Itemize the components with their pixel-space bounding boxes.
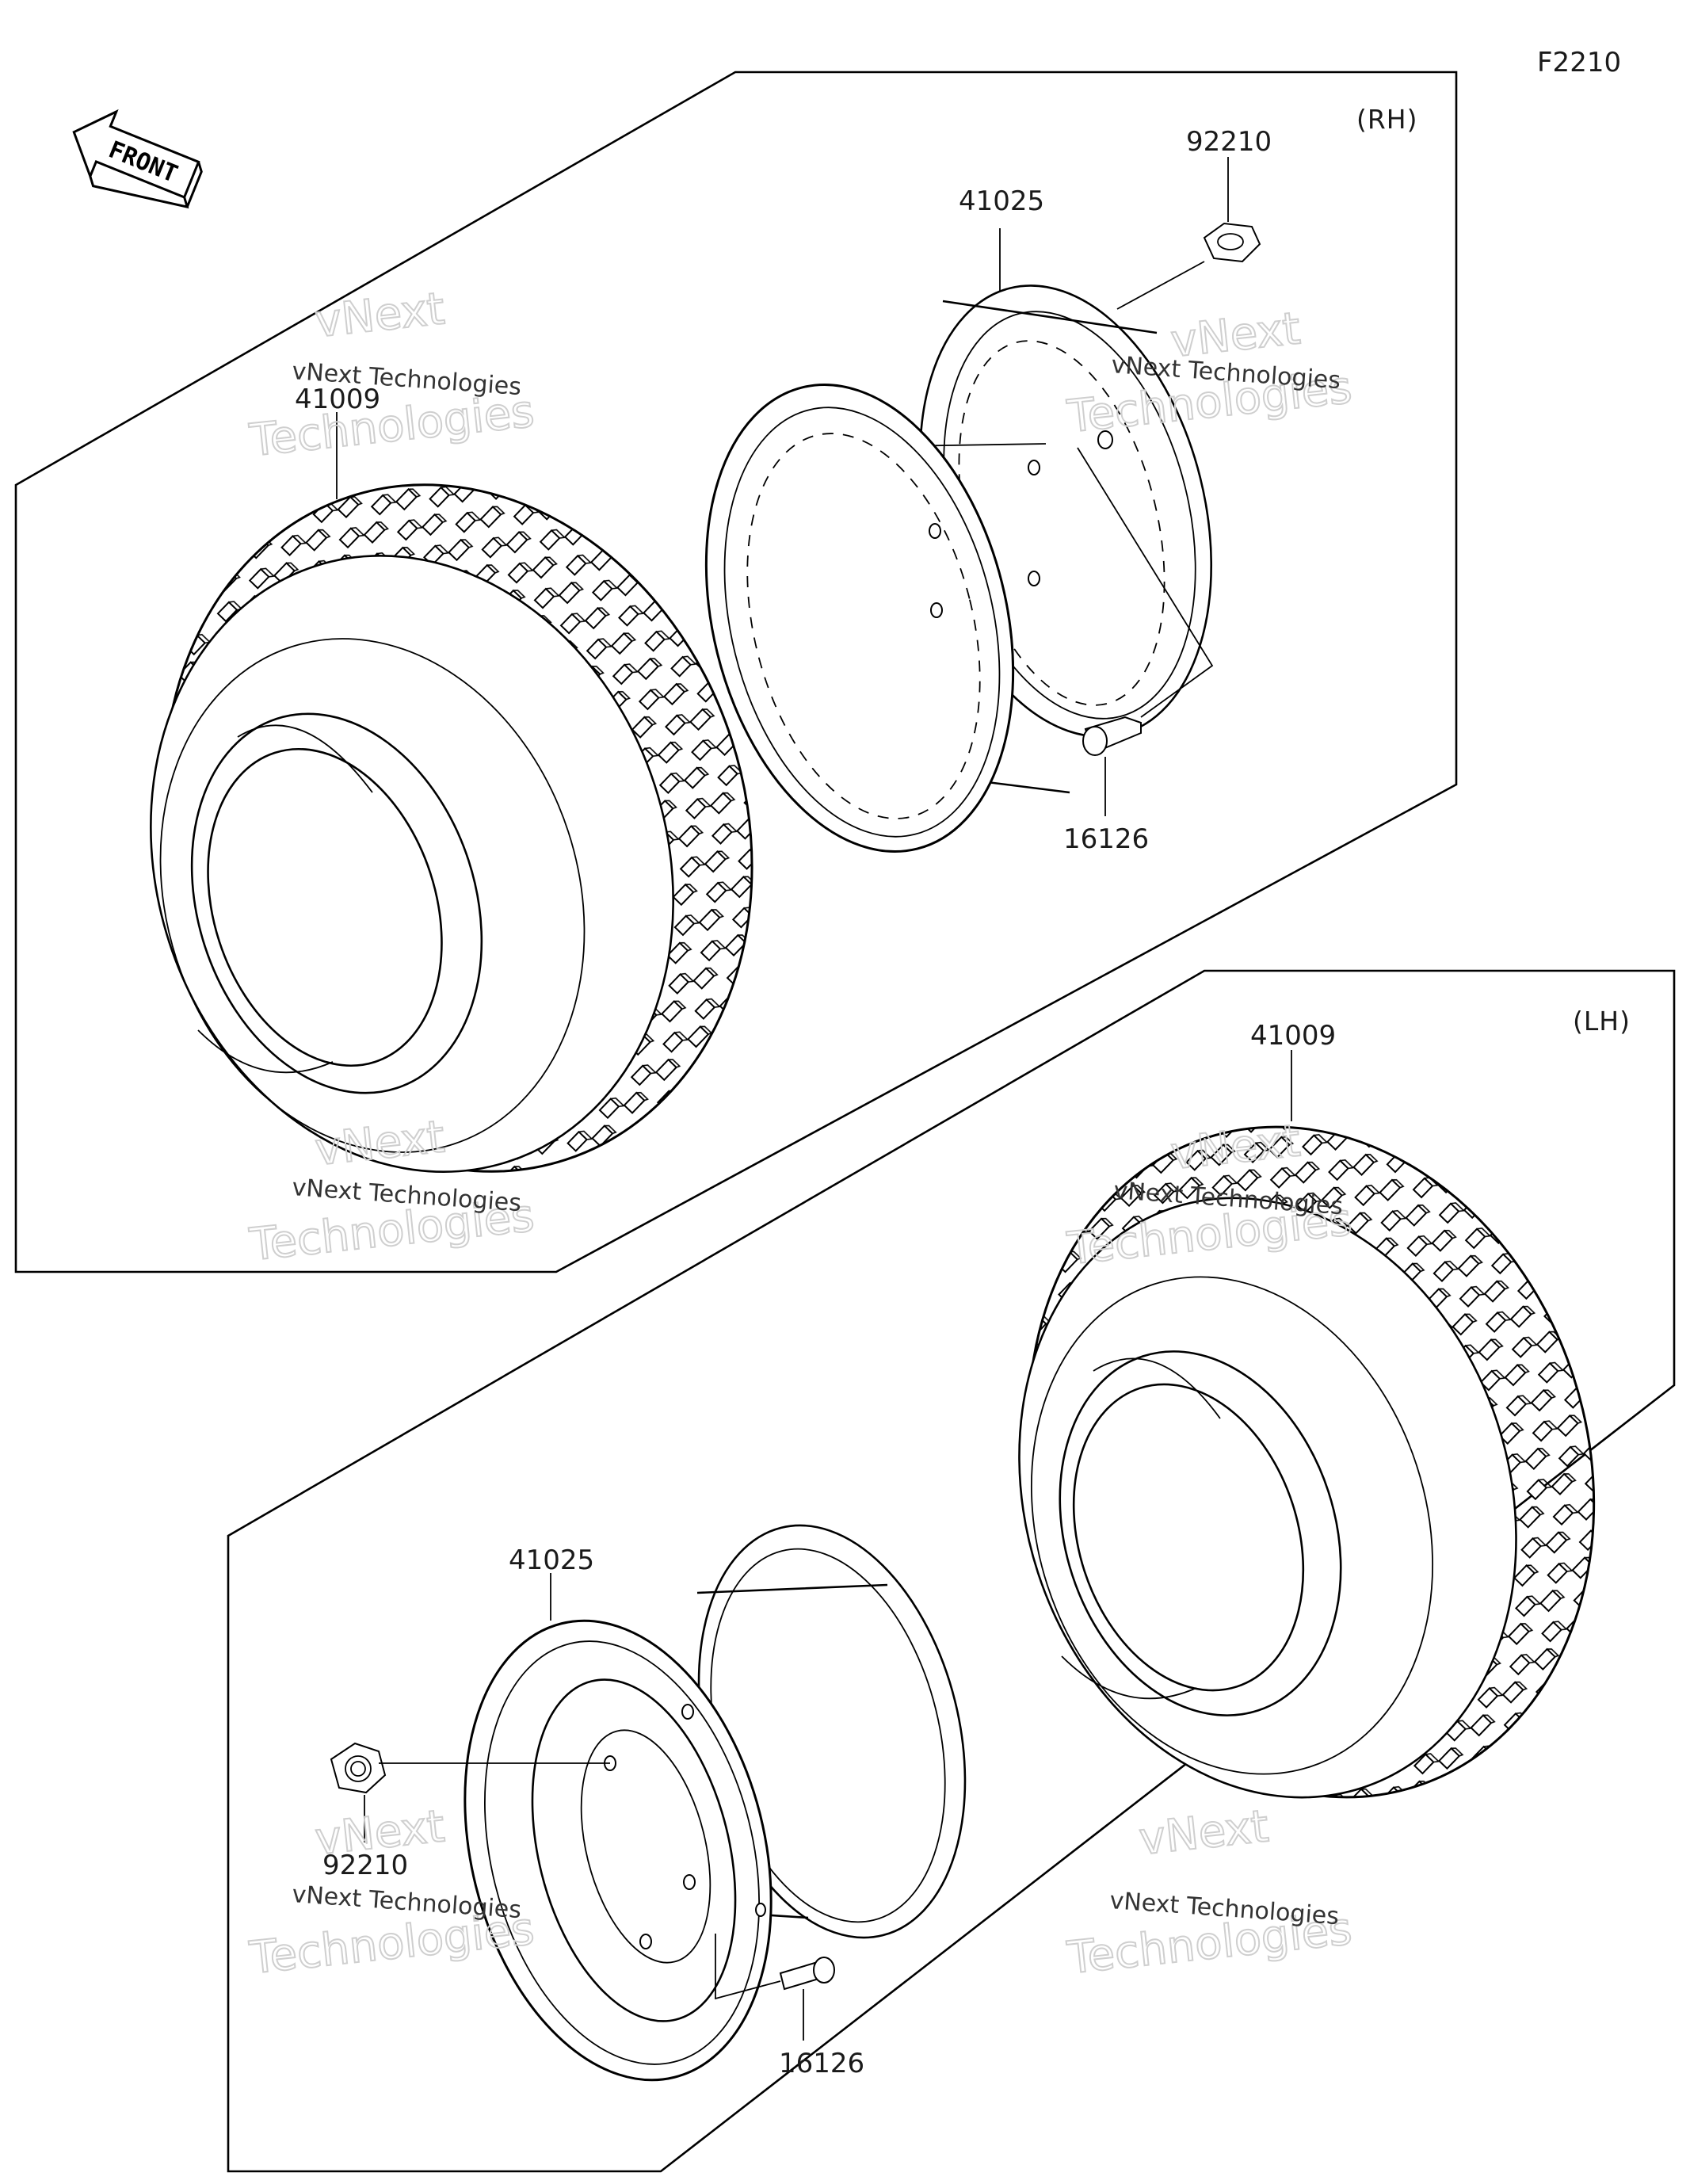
- lh-nut[interactable]: [330, 1742, 387, 1794]
- rh-valve-number: 16126: [1063, 823, 1149, 855]
- watermark-rh-right: vNext Technologies vNext Technologies: [1064, 302, 1356, 444]
- rh-wheel-number: 41025: [959, 185, 1044, 217]
- rh-tire-number: 41009: [295, 384, 380, 415]
- lh-tire[interactable]: [944, 1053, 1679, 1872]
- rh-wheel[interactable]: [660, 254, 1256, 884]
- watermark-lh-right: vNext Technologies vNext Technologies: [1064, 1800, 1356, 1985]
- lh-nut-number: 92210: [322, 1850, 408, 1881]
- rh-tire[interactable]: [73, 407, 840, 1248]
- lh-valve[interactable]: [779, 1957, 835, 1991]
- rh-nut-number: 92210: [1186, 126, 1272, 158]
- svg-text:vNext: vNext: [313, 1800, 448, 1865]
- front-arrow-icon: FRONT: [72, 109, 203, 209]
- rh-nut[interactable]: [1203, 222, 1261, 263]
- figure-id: F2210: [1537, 47, 1621, 78]
- rh-nut-axis: [1116, 261, 1205, 310]
- watermark-rh-top: vNext Technologies vNext Technologies: [246, 282, 538, 468]
- rh-group-tag: (RH): [1356, 104, 1418, 135]
- lh-group-tag: (LH): [1573, 1006, 1631, 1037]
- lh-group-border: [227, 969, 1676, 2173]
- lh-wheel[interactable]: [419, 1497, 1005, 2113]
- lh-valve-axis: [715, 1934, 781, 2000]
- lh-tire-number: 41009: [1250, 1020, 1336, 1052]
- rh-valve[interactable]: [1082, 716, 1142, 756]
- svg-text:vNext: vNext: [313, 283, 448, 348]
- svg-text:vNext: vNext: [1137, 1800, 1272, 1865]
- rh-valve-axis: [1077, 447, 1214, 718]
- rh-group-border: [14, 71, 1458, 1273]
- lh-wheel-number: 41025: [509, 1544, 594, 1576]
- lh-valve-number: 16126: [779, 2048, 864, 2079]
